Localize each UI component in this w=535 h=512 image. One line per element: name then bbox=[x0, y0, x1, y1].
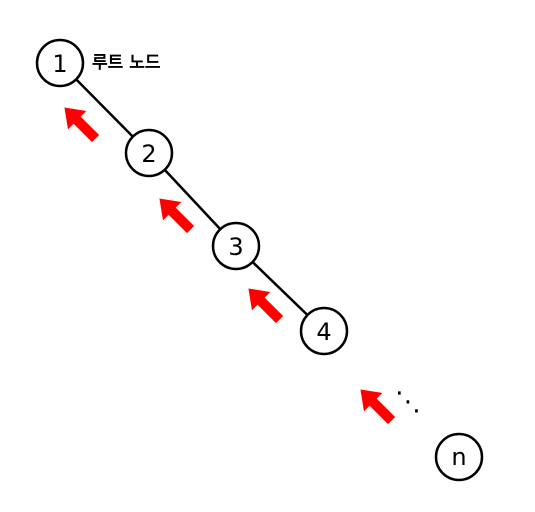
tree-node-2: 2 bbox=[124, 128, 174, 178]
node-label: 4 bbox=[316, 318, 331, 346]
tree-node-4: 4 bbox=[299, 306, 349, 356]
tree-node-1: 1 bbox=[35, 38, 85, 88]
red-arrow-icon bbox=[159, 198, 195, 234]
root-node-caption: 루트 노드 bbox=[92, 53, 161, 73]
tree-node-n: n bbox=[434, 432, 484, 482]
node-label: 1 bbox=[52, 50, 67, 78]
red-arrow-icon bbox=[64, 107, 100, 143]
red-arrow-icon bbox=[360, 389, 396, 425]
red-arrow-icon bbox=[248, 288, 284, 324]
ellipsis: ⋱ bbox=[395, 387, 421, 417]
node-label: n bbox=[451, 443, 466, 471]
tree-node-3: 3 bbox=[211, 221, 261, 271]
node-label: 2 bbox=[141, 140, 156, 168]
node-label: 3 bbox=[228, 233, 243, 261]
